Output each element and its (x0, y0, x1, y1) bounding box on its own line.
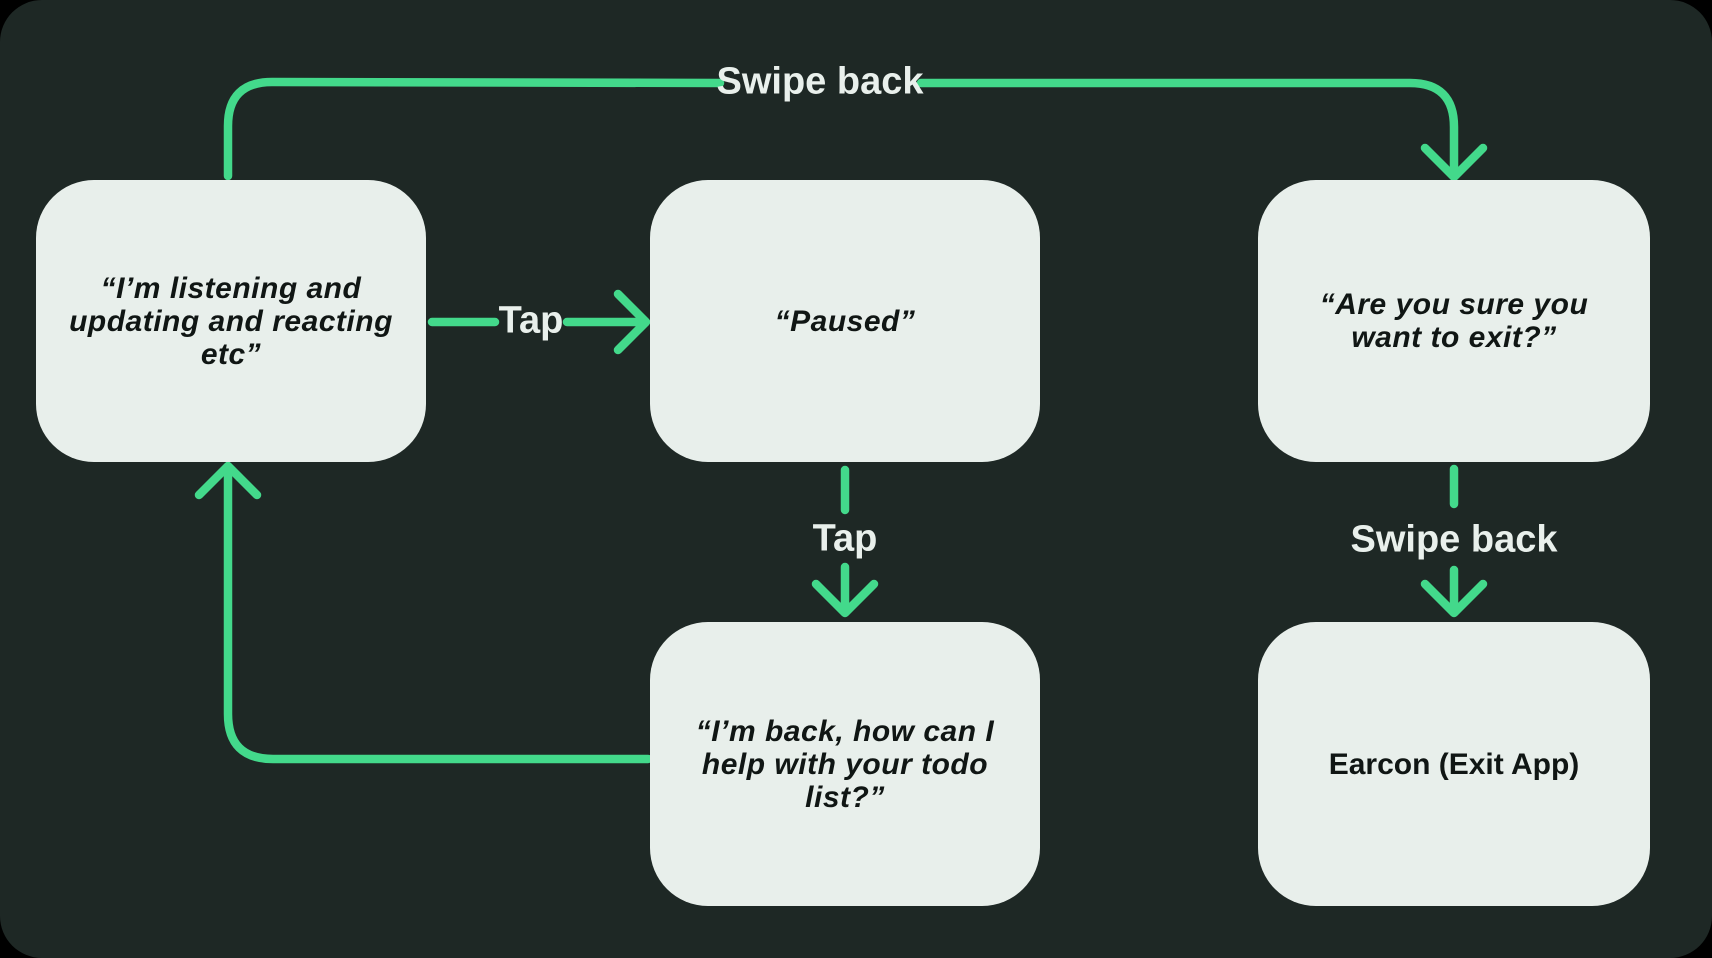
edge-swipe-back-top-left-segment (223, 77, 725, 181)
edge-label-tap-resume: Tap (812, 517, 878, 560)
node-paused-text: “Paused” (774, 304, 916, 338)
arrowhead-down-into-confirm-icon (1420, 143, 1488, 182)
node-confirm-exit-text: “Are you sure you want to exit?” (1319, 288, 1589, 354)
edge-return-loop-segment (223, 465, 653, 764)
node-earcon-exit-text: Earcon (Exit App) (1328, 747, 1580, 781)
edge-label-tap-pause: Tap (498, 299, 564, 342)
arrowhead-right-into-paused-icon (613, 289, 651, 355)
node-listening-text: “I’m listening and updating and reacting… (69, 271, 393, 371)
arrowhead-down-into-backtodo-icon (811, 579, 879, 618)
node-confirm-exit-state: “Are you sure you want to exit?” (1258, 180, 1650, 462)
node-paused-state: “Paused” (650, 180, 1040, 462)
node-back-todo-text: “I’m back, how can I help with your todo… (695, 714, 995, 814)
edge-label-swipe-back-exit: Swipe back (1350, 518, 1558, 561)
arrowhead-down-into-earcon-icon (1420, 579, 1488, 618)
node-listening-state: “I’m listening and updating and reacting… (36, 180, 426, 462)
arrowhead-up-into-listening-icon (194, 461, 262, 500)
edge-label-swipe-back-top: Swipe back (716, 60, 924, 103)
node-earcon-exit-state: Earcon (Exit App) (1258, 622, 1650, 906)
node-back-todo-state: “I’m back, how can I help with your todo… (650, 622, 1040, 906)
edge-swipe-back-top-right-segment (916, 78, 1459, 179)
